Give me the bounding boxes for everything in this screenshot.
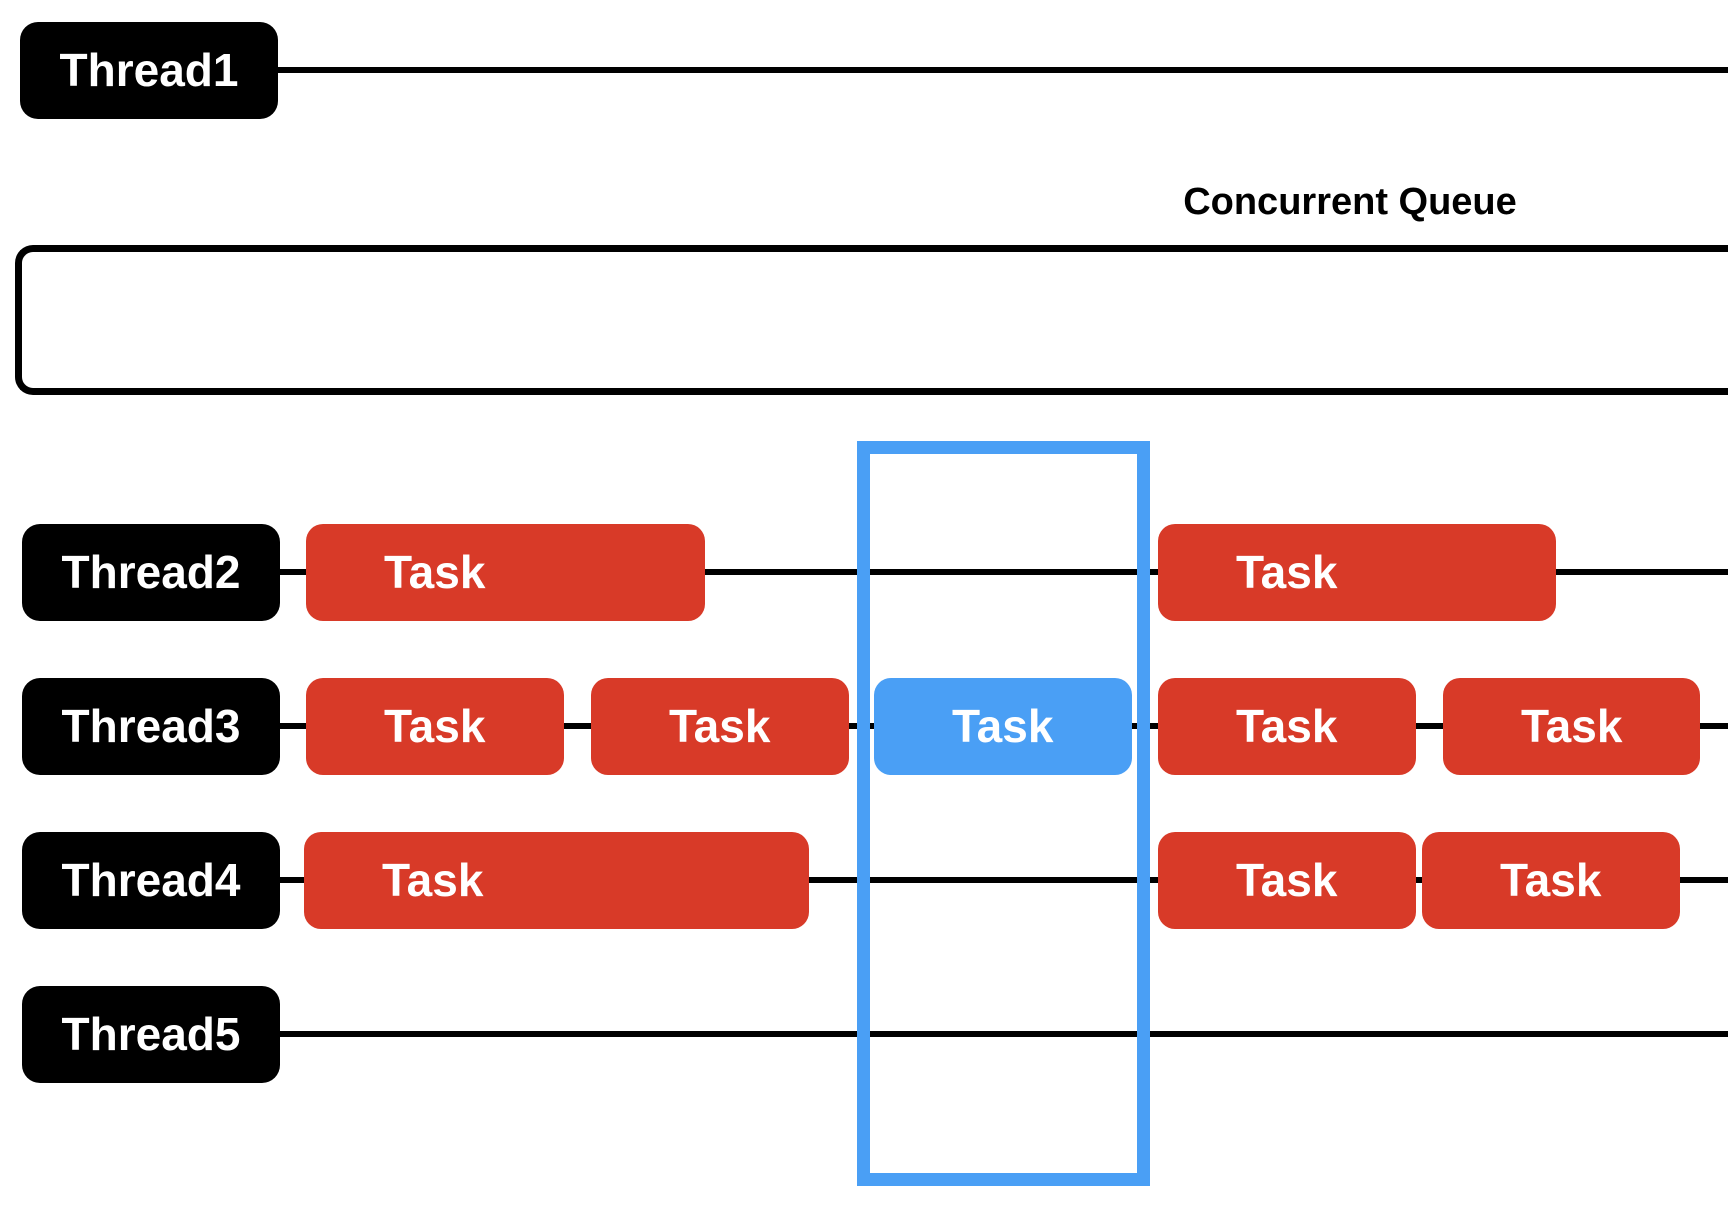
highlight-frame [857,441,1150,1186]
thread2-timeline [270,569,1728,575]
thread1-timeline [270,67,1728,73]
thread2-task-2: Task [1158,524,1556,621]
thread4-task-3: Task [1422,832,1680,929]
thread4-task-1: Task [304,832,809,929]
thread2-task-1: Task [306,524,705,621]
thread3-task-2: Task [591,678,849,775]
thread3-task-1: Task [306,678,564,775]
thread3-task-4: Task [1158,678,1416,775]
thread3-task-3-highlighted: Task [874,678,1132,775]
thread4-timeline [270,877,1728,883]
thread4-label: Thread4 [22,832,280,929]
thread3-label: Thread3 [22,678,280,775]
thread2-label: Thread2 [22,524,280,621]
thread5-timeline [270,1031,1728,1037]
thread3-task-5: Task [1443,678,1700,775]
concurrent-queue-box [15,245,1728,395]
thread4-task-2: Task [1158,832,1416,929]
thread1-label: Thread1 [20,22,278,119]
thread5-label: Thread5 [22,986,280,1083]
queue-title: Concurrent Queue [1183,181,1517,223]
